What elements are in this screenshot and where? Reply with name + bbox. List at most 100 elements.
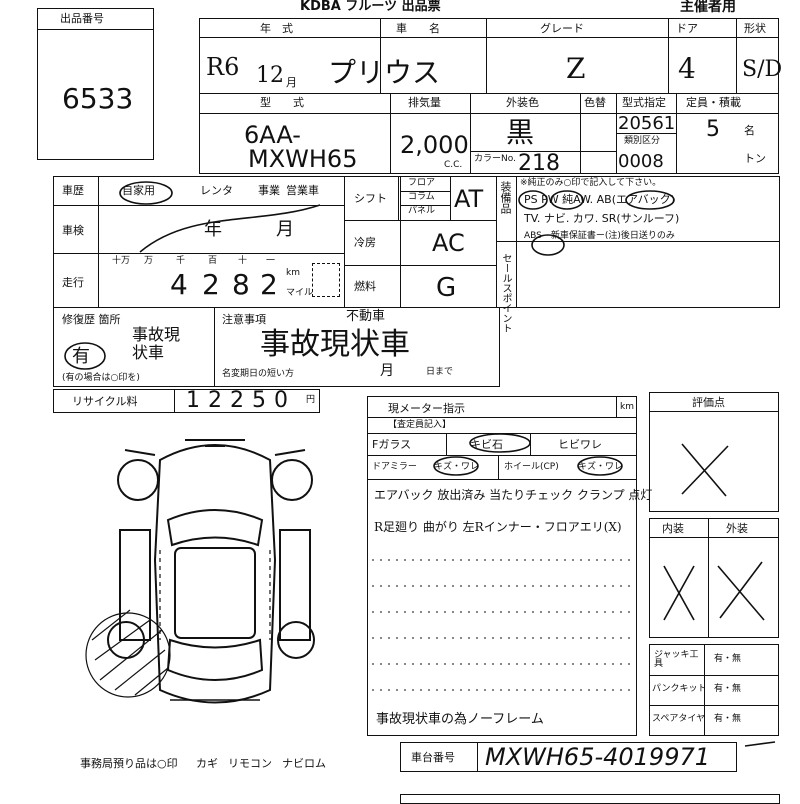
model-line2: MXWH65 bbox=[248, 145, 358, 173]
mileage-unit-100: 百 bbox=[208, 256, 218, 266]
frame-number-table: 車台番号 MXWH65-4019971 bbox=[400, 742, 737, 772]
interior-exterior-box: 内装 外装 bbox=[649, 518, 779, 638]
meter-km-unit: km bbox=[620, 402, 634, 412]
repair-label: 修復歴 箇所 bbox=[62, 313, 121, 326]
shift-option-floor[interactable]: フロア bbox=[408, 178, 436, 188]
office-note: 事務局預り品は○印 bbox=[80, 757, 178, 770]
recycle-amount: 12250 bbox=[186, 388, 296, 413]
interior-label: 内装 bbox=[662, 522, 684, 535]
mirror-label: ドアミラー bbox=[372, 462, 417, 472]
fuel-label: 燃料 bbox=[354, 280, 376, 293]
category-label: 類別区分 bbox=[624, 136, 661, 146]
appraisal-header: 【査定員記入】 bbox=[388, 420, 452, 430]
model-label: 型 式 bbox=[260, 96, 304, 109]
ton-unit: トン bbox=[744, 152, 766, 165]
glass-option-crack[interactable]: ヒビワレ bbox=[558, 438, 602, 451]
wheel-option[interactable]: キズ・ワレ bbox=[578, 462, 624, 472]
period-day-unit: 日まで bbox=[426, 367, 454, 377]
aircon-value: AC bbox=[432, 229, 465, 257]
history-option-rental[interactable]: レンタ bbox=[200, 184, 233, 197]
lot-number-label: 出品番号 bbox=[60, 12, 104, 25]
period-label: 名変期日の短い方 bbox=[222, 369, 295, 379]
month-unit: 月 bbox=[286, 76, 297, 89]
wheel-label: ホイール(CP) bbox=[504, 462, 559, 472]
year-value: R6 bbox=[206, 53, 240, 81]
cc-unit: C.C. bbox=[444, 160, 463, 170]
appraisal-table: 現メーター指示 km 【査定員記入】 Fガラス キビ石 ヒビワレ ドアミラー キ… bbox=[367, 396, 652, 736]
capacity-value: 5 bbox=[706, 117, 720, 142]
glass-option-chip[interactable]: キビ石 bbox=[470, 438, 503, 451]
puncture-yes-no[interactable]: 有・無 bbox=[714, 684, 742, 694]
appraisal-line2: R足廻り 曲がり 左Rインナー・フロアエリ(X) bbox=[374, 520, 622, 534]
mileage-unit-10k: 万 bbox=[144, 256, 154, 266]
history-option-private[interactable]: 自家用 bbox=[122, 184, 155, 197]
car-diagram bbox=[107, 439, 315, 704]
mileage-digit-1: 2 bbox=[260, 268, 278, 301]
lot-number-box: 出品番号 6533 bbox=[37, 8, 154, 160]
damage-hatch bbox=[85, 609, 171, 698]
jack-label: ジャッキ工具 bbox=[654, 650, 699, 669]
period-month-unit: 月 bbox=[380, 363, 394, 379]
ext-color-label: 外装色 bbox=[506, 96, 539, 109]
grade-label: 評価点 bbox=[692, 396, 725, 409]
shift-value: AT bbox=[454, 185, 484, 213]
office-item-navirom: ナビロム bbox=[282, 757, 326, 770]
mile-unit: マイル bbox=[286, 288, 314, 298]
car-name-label: 車 名 bbox=[396, 22, 440, 35]
appraisal-line1: エアバック 放出済み 当たりチェック クランプ 点灯 bbox=[374, 488, 653, 502]
repair-yes-mark[interactable]: 有 bbox=[72, 346, 90, 367]
repair-note: (有の場合は○印を) bbox=[62, 373, 140, 383]
bottom-strip bbox=[400, 794, 780, 804]
top-right-label: 主催者用 bbox=[680, 0, 736, 15]
month-value: 12 bbox=[256, 63, 284, 88]
grade-label: グレード bbox=[540, 22, 584, 35]
mileage-digit-100: 2 bbox=[202, 268, 220, 301]
mileage-digit-10: 8 bbox=[232, 268, 250, 301]
km-unit: km bbox=[286, 268, 300, 278]
ext-color-value: 黒 bbox=[506, 116, 535, 149]
shaken-month-unit: 月 bbox=[276, 219, 294, 240]
puncture-label: パンクキット bbox=[652, 684, 707, 694]
repair-table: 修復歴 箇所 事故現状車 有 (有の場合は○印を) 注意事項 不動車 事故現状車… bbox=[53, 307, 500, 387]
vehicle-info-table: 年 式 車 名 グレード ドア 形状 R6 12 月 プリウス Z 4 S/D … bbox=[199, 18, 782, 175]
office-item-remote: リモコン bbox=[228, 757, 272, 770]
mileage-label: 走行 bbox=[62, 276, 84, 289]
shift-option-column[interactable]: コラム bbox=[408, 192, 435, 202]
spare-yes-no[interactable]: 有・無 bbox=[714, 714, 742, 724]
recycle-label: リサイクル料 bbox=[72, 395, 138, 408]
model-line1: 6AA- bbox=[244, 121, 301, 149]
int-color-label: 色替 bbox=[584, 96, 606, 109]
mirror-option[interactable]: キズ・ワレ bbox=[434, 462, 480, 472]
shift-option-panel[interactable]: パネル bbox=[408, 206, 436, 216]
repair-handwritten: 事故現状車 bbox=[132, 325, 181, 362]
equipment-note: ※純正のみ○印で記入して下さい。 bbox=[520, 178, 662, 188]
mileage-unit-1k: 千 bbox=[176, 256, 186, 266]
history-option-commercial[interactable]: 営業車 bbox=[286, 184, 319, 197]
notes-text: 事故現状車 bbox=[260, 327, 410, 362]
office-item-key: カギ bbox=[196, 757, 218, 770]
mileage-unit-100k: 十万 bbox=[112, 256, 131, 266]
notes-label: 注意事項 bbox=[222, 313, 266, 326]
grade-value: Z bbox=[566, 52, 586, 85]
appraisal-bottom-note: 事故現状車の為ノーフレーム bbox=[376, 712, 544, 727]
history-table: 車歴 自家用 レンタ 事業 営業車 車検 年 月 走行 十万 万 千 百 十 一… bbox=[53, 176, 780, 333]
history-label: 車歴 bbox=[62, 184, 84, 197]
mileage-unit-10: 十 bbox=[238, 256, 248, 266]
shaken-year-unit: 年 bbox=[204, 219, 222, 240]
mileage-digit-1k: 4 bbox=[170, 268, 188, 301]
lot-number: 6533 bbox=[62, 82, 134, 115]
frame-number-value: MXWH65-4019971 bbox=[485, 743, 711, 771]
equipment-line2: TV. ナビ. カワ. SR(サンルーフ) bbox=[524, 212, 680, 225]
jack-yes-no[interactable]: 有・無 bbox=[714, 654, 742, 664]
shape-label: 形状 bbox=[744, 22, 766, 35]
grade-box: 評価点 bbox=[649, 392, 779, 512]
equipment-line3: ABS 新車保証書ー(注)後日送りのみ bbox=[524, 231, 675, 241]
doors-value: 4 bbox=[678, 52, 696, 85]
mile-checkbox[interactable] bbox=[312, 263, 340, 297]
year-label: 年 式 bbox=[260, 22, 293, 35]
history-option-business[interactable]: 事業 bbox=[258, 184, 280, 197]
mileage-digits: 十万 万 千 百 十 一 4 2 8 2 bbox=[110, 255, 290, 307]
equipment-line1: PS PW 純AW. AB(エアバック) bbox=[524, 193, 675, 206]
displacement-label: 排気量 bbox=[408, 96, 441, 109]
meter-label: 現メーター指示 bbox=[388, 402, 465, 415]
